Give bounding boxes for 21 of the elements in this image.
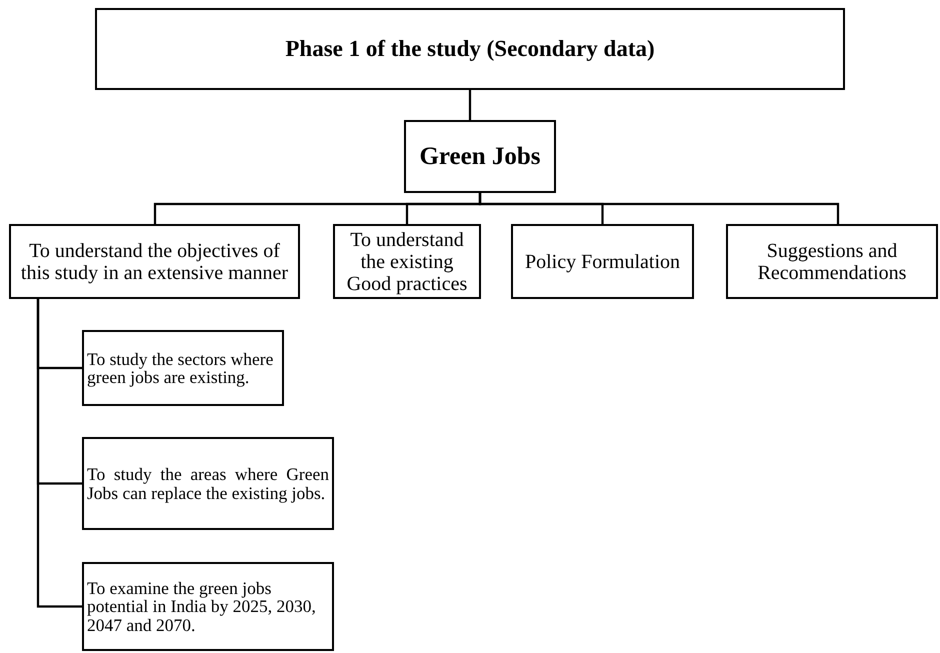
box-text: To understand the objectives of this study in an extensive manner — [20, 240, 290, 284]
connector-line — [36, 299, 82, 608]
process-box — [82, 562, 334, 651]
box-text: To understand the existing Good practices — [346, 228, 468, 294]
connector-line — [468, 90, 472, 120]
connector-line — [478, 193, 840, 224]
box-text: Suggestions and Recommendations — [756, 240, 908, 284]
process-box — [95, 8, 845, 90]
process-box — [333, 224, 481, 299]
box-text: Green Jobs — [418, 142, 542, 170]
process-box — [82, 330, 284, 406]
process-box — [82, 437, 334, 530]
box-text: Policy Formulation — [524, 250, 681, 272]
box-text: To study the sectors where green jobs are existing. — [87, 350, 274, 386]
process-box — [726, 224, 938, 299]
process-box — [511, 224, 694, 299]
process-box — [404, 120, 556, 193]
box-text: To study the areas where Green Jobs can replace the existing jobs. — [87, 465, 329, 502]
process-box — [9, 224, 300, 299]
box-text: Phase 1 of the study (Secondary data) — [284, 36, 656, 62]
box-text: To examine the green jobs potential in India by 2025, 2030, 2047 and 2070. — [87, 578, 317, 634]
